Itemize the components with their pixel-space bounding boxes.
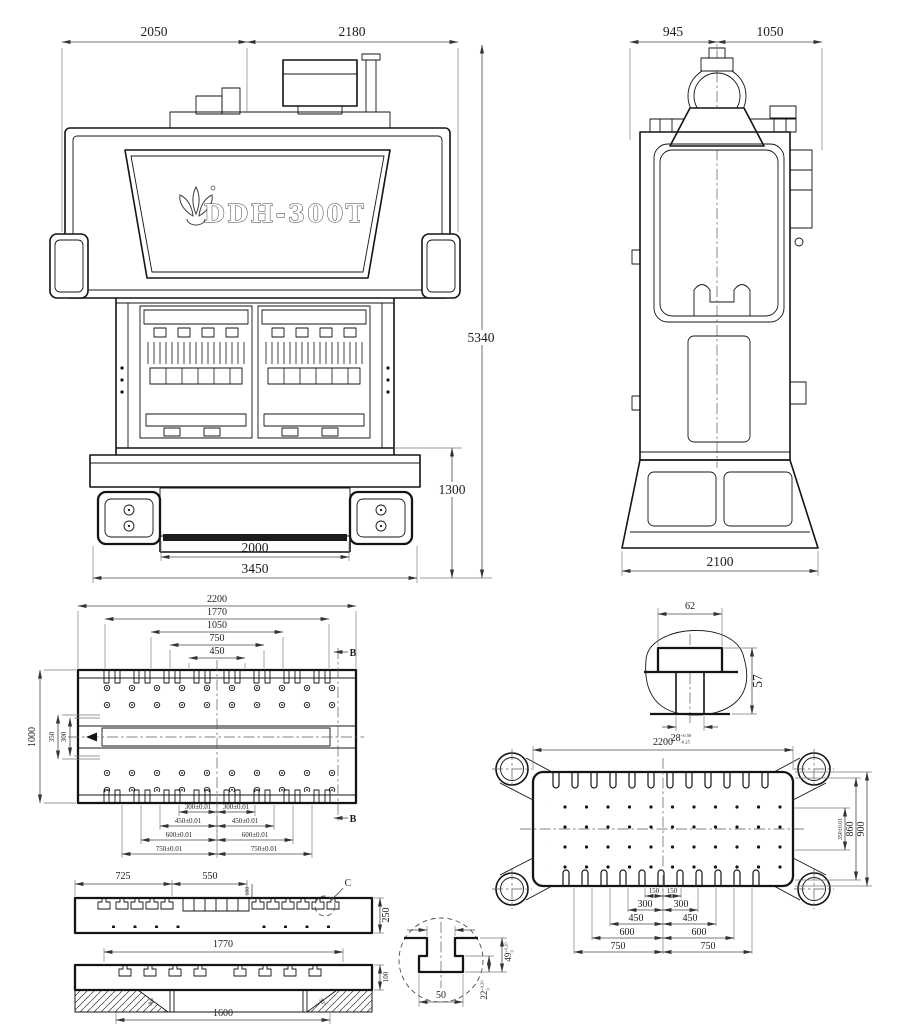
detail-label-c: C: [345, 878, 352, 889]
chamfer-angle-right: 30°: [317, 997, 328, 1008]
dim-2050: 2050: [141, 24, 168, 39]
bolster-top-dimensions: 2200 1770 1050 750 450: [77, 594, 357, 668]
tslot-detail-view: 22+0.200 49+0.200 50: [398, 917, 515, 1007]
dim-50: 50: [436, 990, 446, 1001]
corner-guide-bushings: [492, 749, 834, 909]
dim-450-l: 450: [629, 913, 644, 924]
side-body: [631, 131, 813, 461]
side-base: [621, 459, 819, 549]
front-view: DDH-300T: [49, 24, 504, 583]
dim-300: 300: [60, 731, 68, 742]
dim-49: 49+0.200: [503, 942, 515, 962]
dim-1050: 1050: [207, 620, 227, 631]
dim-1000: 1000: [27, 727, 38, 747]
section-arrow: [86, 732, 97, 742]
slide-dimensions: 2200 350±0.01 860 900 150 150 300 300 45…: [532, 737, 872, 955]
dim-300-tol-l: 300±0.01: [185, 803, 212, 811]
section-a-dimensions: 725 550 100 250 C: [74, 871, 392, 934]
bolster-section-b: 1770 1600 100 30° 30°: [73, 939, 390, 1024]
side-view: 945 1050 2100: [621, 24, 823, 576]
dim-3450: 3450: [242, 561, 269, 576]
dim-450: 450: [210, 646, 225, 657]
section-b-dimensions: 1770 1600 100 30° 30°: [103, 939, 390, 1024]
dim-750: 750: [210, 633, 225, 644]
dim-725: 725: [116, 871, 131, 882]
dim-2000: 2000: [242, 540, 269, 555]
press-body: [115, 298, 395, 455]
dim-300-r: 300: [674, 899, 689, 910]
crown-housing: [64, 127, 451, 299]
dim-57: 57: [750, 674, 765, 688]
dim-750-tol-r: 750±0.01: [251, 845, 278, 853]
dim-150-r: 150: [667, 887, 678, 895]
slide-plan-view: 2200 350±0.01 860 900 150 150 300 300 45…: [492, 737, 872, 955]
tbolt-detail-view: 62 57 28+0.50-0.25: [644, 601, 765, 745]
dim-2180: 2180: [339, 24, 366, 39]
section-label-b-top: B: [350, 648, 357, 659]
dim-1050: 1050: [757, 24, 784, 39]
model-label: DDH-300T: [204, 199, 366, 228]
dim-1600: 1600: [213, 1008, 233, 1019]
dim-750-r: 750: [701, 941, 716, 952]
dim-860: 860: [845, 822, 856, 837]
dim-900: 900: [856, 822, 867, 837]
detail-c-circle: [314, 895, 336, 917]
section-b-marks: B B: [333, 648, 357, 825]
bed-and-base: [89, 454, 421, 553]
dim-1300: 1300: [439, 482, 466, 497]
dim-600-l: 600: [620, 927, 635, 938]
dim-1770-section: 1770: [213, 939, 233, 950]
dim-600-tol-l: 600±0.01: [166, 831, 193, 839]
bolster-bottom-dimensions: 300±0.01 300±0.01 450±0.01 450±0.01 600±…: [121, 803, 313, 858]
dim-350: 350: [48, 731, 56, 742]
tslot-dimensions: 22+0.200 49+0.200 50: [407, 926, 515, 1007]
dim-550: 550: [203, 871, 218, 882]
crown-top-equipment: [169, 53, 391, 129]
dim-300-tol-r: 300±0.01: [223, 803, 250, 811]
wing-covers: [49, 233, 461, 299]
dim-350-tol: 350±0.01: [838, 818, 844, 840]
dim-150-l: 150: [649, 887, 660, 895]
dim-600-tol-r: 600±0.01: [242, 831, 269, 839]
dim-750-l: 750: [611, 941, 626, 952]
flywheel-and-crank: [649, 47, 797, 147]
dim-300-l: 300: [638, 899, 653, 910]
chamfer-angle-left: 30°: [147, 996, 158, 1007]
dim-945: 945: [663, 24, 684, 39]
front-view-dimensions: 2050 2180 5340 1300 2000 3450: [61, 24, 504, 583]
dim-450-tol-r: 450±0.01: [232, 817, 259, 825]
dim-2200: 2200: [207, 594, 227, 605]
dim-2200-slide: 2200: [653, 737, 673, 748]
dim-750-tol-l: 750±0.01: [156, 845, 183, 853]
dim-250: 250: [381, 908, 392, 923]
brand-logo: DDH-300T: [179, 185, 366, 229]
side-view-dimensions: 945 1050 2100: [621, 24, 823, 576]
dim-450-tol-l: 450±0.01: [175, 817, 202, 825]
dim-450-r: 450: [683, 913, 698, 924]
dim-22: 22+0.200: [479, 980, 491, 1000]
dim-100-plate: 100: [382, 971, 390, 982]
dim-62: 62: [685, 601, 695, 612]
dim-600-r: 600: [692, 927, 707, 938]
dim-2100: 2100: [707, 554, 734, 569]
bolster-section-a: 725 550 100 250 C: [73, 871, 392, 935]
tbolt-dimensions: 62 57 28+0.50-0.25: [657, 601, 765, 745]
bolster-left-dimensions: 1000 350 300: [27, 669, 100, 804]
dim-100-pocket: 100: [245, 887, 251, 896]
dim-28: 28+0.50-0.25: [671, 733, 692, 745]
dim-1770: 1770: [207, 607, 227, 618]
bolster-plan-view: B B 2200 1770 1050 750 450 1000 350 300: [27, 594, 364, 858]
flower-logo-icon: [179, 185, 216, 226]
dim-5340: 5340: [468, 330, 495, 345]
section-label-b-bottom: B: [350, 814, 357, 825]
